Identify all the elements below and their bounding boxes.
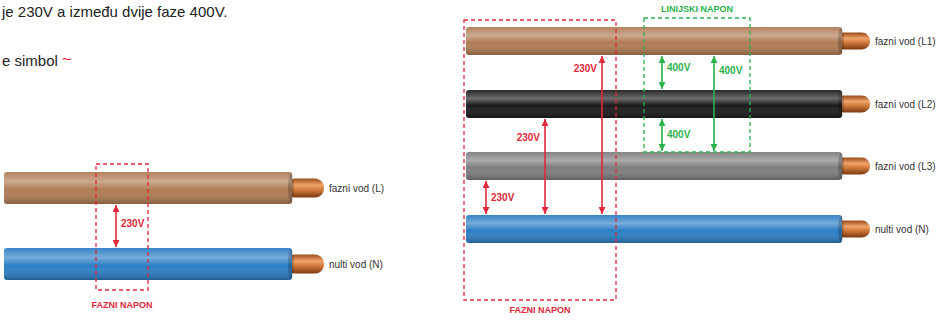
cable-end <box>288 173 294 203</box>
voltage-value: 400V <box>666 62 691 74</box>
voltage-value: 230V <box>490 192 515 204</box>
voltage-arrow <box>661 56 663 89</box>
voltage-value: 230V <box>120 218 145 230</box>
voltage-arrow <box>544 119 546 214</box>
line-bracket <box>644 18 750 152</box>
cable-label: fazni vod (L1) <box>875 36 936 47</box>
cable-end <box>288 249 294 279</box>
insulation <box>466 90 842 118</box>
voltage-arrow <box>601 56 603 214</box>
voltage-arrow <box>661 119 663 151</box>
cable-end <box>838 91 844 117</box>
insulation-shine <box>466 215 842 243</box>
phase-bracket <box>464 20 616 300</box>
insulation-shine <box>466 27 842 55</box>
bracket-title: FAZNI NAPON <box>91 300 152 310</box>
bracket-title: FAZNI NAPON <box>509 305 570 315</box>
phase-bracket <box>96 164 148 290</box>
voltage-value: 230V <box>573 63 598 75</box>
cable-label: fazni vod (L3) <box>875 161 936 172</box>
insulation <box>466 152 842 180</box>
bracket-title: LINIJSKI NAPON <box>661 4 733 14</box>
cable-node: fazni vod (L1) <box>466 27 842 55</box>
cable <box>466 27 870 55</box>
cable-end <box>838 153 844 179</box>
cable-node: fazni vod (L3) <box>466 152 842 180</box>
intro-text: je 230V a između dvije faze 400V. <box>2 3 227 20</box>
voltage-value: 230V <box>516 132 541 144</box>
insulation-shine <box>466 152 842 180</box>
insulation-shine <box>466 90 842 118</box>
cable-node: fazni vod (L2) <box>466 90 842 118</box>
intro-text: e simbol <box>2 52 58 69</box>
insulation <box>466 27 842 55</box>
cable-node: nulti vod (N) <box>466 215 842 243</box>
cable-end <box>838 216 844 242</box>
insulation <box>466 215 842 243</box>
cable-node: fazni vod (L) <box>4 172 292 204</box>
cable <box>466 152 870 180</box>
cable-label: fazni vod (L2) <box>875 99 936 110</box>
cable <box>4 172 324 204</box>
voltage-arrow <box>713 56 715 151</box>
cable-end <box>838 28 844 54</box>
voltage-value: 400V <box>666 129 691 141</box>
voltage-arrow <box>115 205 117 247</box>
wire-bodies <box>4 27 870 280</box>
ac-symbol: ~ <box>62 50 72 70</box>
cable <box>4 248 324 280</box>
cable <box>466 215 870 243</box>
cable-label: fazni vod (L) <box>329 183 384 194</box>
cable-node: nulti vod (N) <box>4 248 292 280</box>
cable-label: nulti vod (N) <box>875 224 929 235</box>
voltage-value: 400V <box>718 65 743 77</box>
cable <box>466 90 870 118</box>
voltage-arrow <box>485 181 487 214</box>
cable-label: nulti vod (N) <box>329 259 383 270</box>
